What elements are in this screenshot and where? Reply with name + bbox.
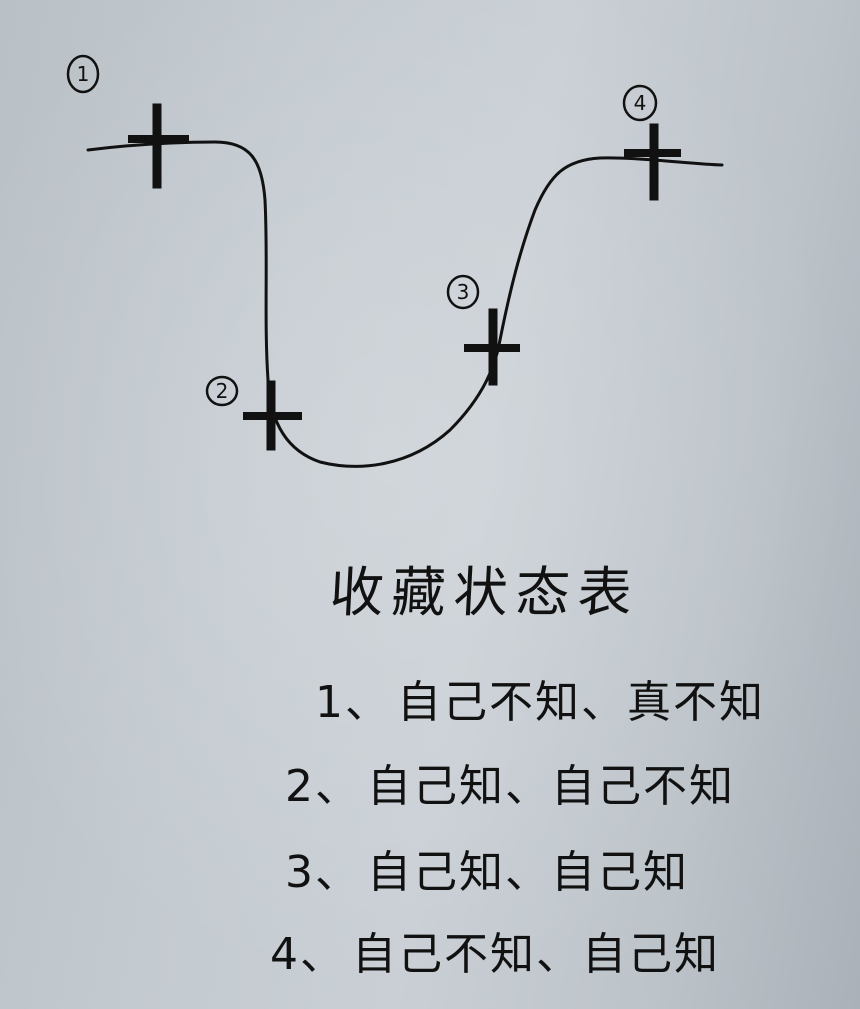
point-2-marker: [243, 380, 302, 451]
item-number: 2、: [285, 761, 361, 812]
point-label-text: 2: [216, 379, 229, 403]
item-number: 1、: [315, 677, 391, 728]
table-title: 收藏状态表: [328, 561, 642, 624]
point-4-label: 4: [622, 84, 658, 122]
item-text: 自己不知、真不知: [397, 677, 765, 728]
item-text: 自己不知、自己知: [352, 929, 720, 980]
point-label-text: 4: [634, 91, 647, 115]
state-list-item: 3、自己知、自己知: [285, 836, 689, 900]
point-label-text: 1: [77, 62, 90, 86]
label-circle: [446, 274, 480, 310]
state-curve: [86, 140, 724, 468]
item-number: 4、: [270, 929, 346, 980]
label-circle: [622, 84, 658, 122]
point-2-label: 2: [205, 375, 239, 407]
item-text: 自己知、自己知: [367, 847, 689, 898]
label-circle: [66, 54, 100, 94]
label-circle: [205, 375, 239, 407]
point-1-label: 1: [66, 54, 100, 94]
item-text: 自己知、自己不知: [367, 761, 735, 812]
point-1-marker: [128, 103, 189, 189]
state-list-item: 2、自己知、自己不知: [285, 750, 735, 814]
state-list-item: 4、自己不知、自己知: [270, 918, 720, 982]
point-3-marker: [464, 308, 520, 386]
item-number: 3、: [285, 847, 361, 898]
point-label-text: 3: [457, 280, 470, 304]
point-4-marker: [624, 123, 681, 201]
state-list-item: 1、自己不知、真不知: [315, 666, 765, 730]
point-3-label: 3: [446, 274, 480, 310]
